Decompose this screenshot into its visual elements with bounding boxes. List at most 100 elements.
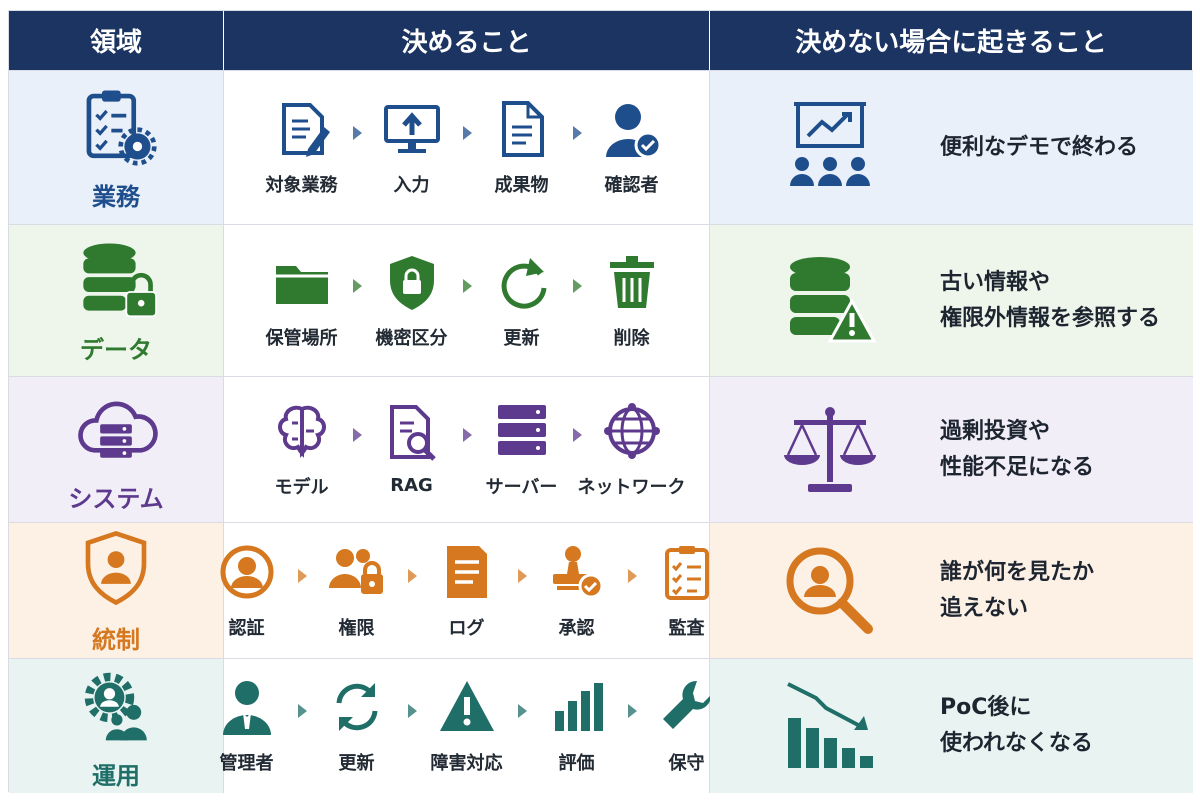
- step-flow: 管理者 更新 障害対応評価 保守: [206, 677, 728, 775]
- consequence-line: PoC後に: [940, 695, 1032, 720]
- step-label: 保管場所: [265, 327, 338, 349]
- consequence-icon: [760, 251, 900, 351]
- decide-cell: 認証 権限 ログ 承認 監査: [220, 522, 710, 658]
- chevron-right-icon: [343, 278, 371, 294]
- user-circle-icon: [220, 545, 273, 598]
- step-item: 更新: [316, 677, 398, 775]
- chevron-right-icon: [508, 568, 536, 584]
- step-item: サーバー: [481, 401, 563, 499]
- document-pen-icon: [281, 102, 330, 157]
- consequence-cell: PoC後に使われなくなる: [710, 658, 1193, 793]
- step-label: 権限: [338, 617, 375, 639]
- step-item: 承認: [536, 542, 618, 640]
- domain-label: データ: [80, 336, 152, 364]
- step-item: 削除: [591, 252, 673, 350]
- consequence-text: 過剰投資や性能不足になる: [940, 414, 1094, 486]
- step-item: 障害対応: [426, 677, 508, 775]
- step-item: ログ: [426, 542, 508, 640]
- consequence-text: 古い情報や権限外情報を参照する: [940, 265, 1160, 337]
- header-consequence: 決めない場合に起きること: [710, 11, 1193, 70]
- step-item: 認証: [206, 542, 288, 640]
- step-label: 評価: [558, 753, 595, 774]
- chevron-right-icon: [343, 125, 371, 141]
- monitor-upload-icon: [383, 104, 440, 153]
- step-label: 成果物: [494, 174, 549, 196]
- consequence-line: 誰が何を見たか: [940, 559, 1095, 585]
- stamp-check-icon: [552, 545, 603, 598]
- chevron-right-icon: [618, 703, 646, 719]
- consequence-text: PoC後に使われなくなる: [940, 690, 1093, 762]
- step-label: 監査: [668, 617, 705, 639]
- step-label: RAG: [390, 475, 433, 496]
- domain-cell: 業務: [9, 70, 224, 224]
- step-label: 認証: [228, 617, 265, 639]
- step-label: 管理者: [219, 753, 274, 774]
- refresh-icon: [501, 257, 546, 309]
- magnifier-user-icon: [786, 547, 873, 634]
- consequence-line: 性能不足になる: [940, 454, 1095, 480]
- step-item: 更新: [481, 252, 563, 350]
- step-item: 対象業務: [261, 99, 343, 197]
- step-label: 機密区分: [375, 327, 448, 349]
- step-label: ネットワーク: [577, 476, 686, 498]
- gear-users-icon: [84, 672, 147, 740]
- domain-label: システム: [68, 485, 164, 513]
- consequence-icon: [760, 98, 900, 198]
- step-item: 保管場所: [261, 252, 343, 350]
- document-search-icon: [389, 405, 436, 461]
- trash-icon: [609, 255, 654, 308]
- folder-icon: [275, 265, 328, 304]
- step-label: 更新: [338, 753, 375, 774]
- chevron-right-icon: [563, 278, 591, 294]
- header-domain: 領域: [9, 11, 224, 70]
- step-item: 管理者: [206, 677, 288, 775]
- domain-cell: データ: [9, 224, 224, 376]
- step-item: 成果物: [481, 99, 563, 197]
- consequence-icon: [760, 400, 900, 500]
- chevron-right-icon: [398, 703, 426, 719]
- cloud-server-icon: [78, 401, 158, 458]
- step-item: 監査: [646, 542, 728, 640]
- domain-label: 統制: [92, 626, 140, 654]
- consequence-line: 古い情報や: [940, 269, 1051, 295]
- consequence-line: 追えない: [940, 595, 1029, 621]
- shield-lock-icon: [389, 255, 434, 310]
- step-label: 承認: [558, 617, 595, 639]
- step-flow: 認証 権限 ログ 承認 監査: [206, 542, 728, 640]
- chevron-right-icon: [453, 125, 481, 141]
- step-item: 評価: [536, 677, 618, 775]
- document-icon: [501, 100, 544, 157]
- chevron-right-icon: [288, 568, 316, 584]
- presentation-audience-icon: [790, 101, 870, 186]
- step-label: 確認者: [604, 174, 659, 196]
- log-document-icon: [446, 545, 487, 598]
- step-label: 保守: [668, 753, 705, 774]
- users-lock-icon: [328, 548, 383, 594]
- domain-cell: 統制: [9, 522, 224, 658]
- bar-chart-icon: [554, 683, 603, 731]
- user-check-icon: [605, 103, 661, 158]
- step-label: 削除: [613, 327, 650, 349]
- step-label: 入力: [393, 174, 430, 196]
- step-label: サーバー: [485, 476, 558, 498]
- declining-chart-icon: [787, 682, 873, 768]
- step-label: ログ: [448, 617, 485, 639]
- chevron-right-icon: [398, 568, 426, 584]
- step-item: 機密区分: [371, 252, 453, 350]
- step-item: RAG: [371, 403, 453, 496]
- consequence-icon: [760, 676, 900, 776]
- governance-table: 領域 決めること 決めない場合に起きること 業務対象業務入力 成果物 確認者 便利なデ…: [8, 10, 1193, 793]
- header-decide: 決めること: [224, 11, 710, 70]
- decide-cell: 保管場所 機密区分 更新削除: [224, 224, 710, 376]
- consequence-cell: 過剰投資や性能不足になる: [710, 376, 1193, 522]
- database-warning-icon: [790, 256, 877, 342]
- consequence-icon: [760, 541, 900, 641]
- audit-clipboard-icon: [664, 545, 709, 600]
- consequence-line: 過剰投資や: [940, 418, 1051, 444]
- decide-cell: 管理者 更新 障害対応評価 保守: [220, 658, 711, 793]
- clipboard-gear-icon: [86, 90, 157, 166]
- database-lock-icon: [83, 243, 158, 318]
- consequence-text: 便利なデモで終わる: [940, 130, 1138, 166]
- step-item: 入力: [371, 99, 453, 197]
